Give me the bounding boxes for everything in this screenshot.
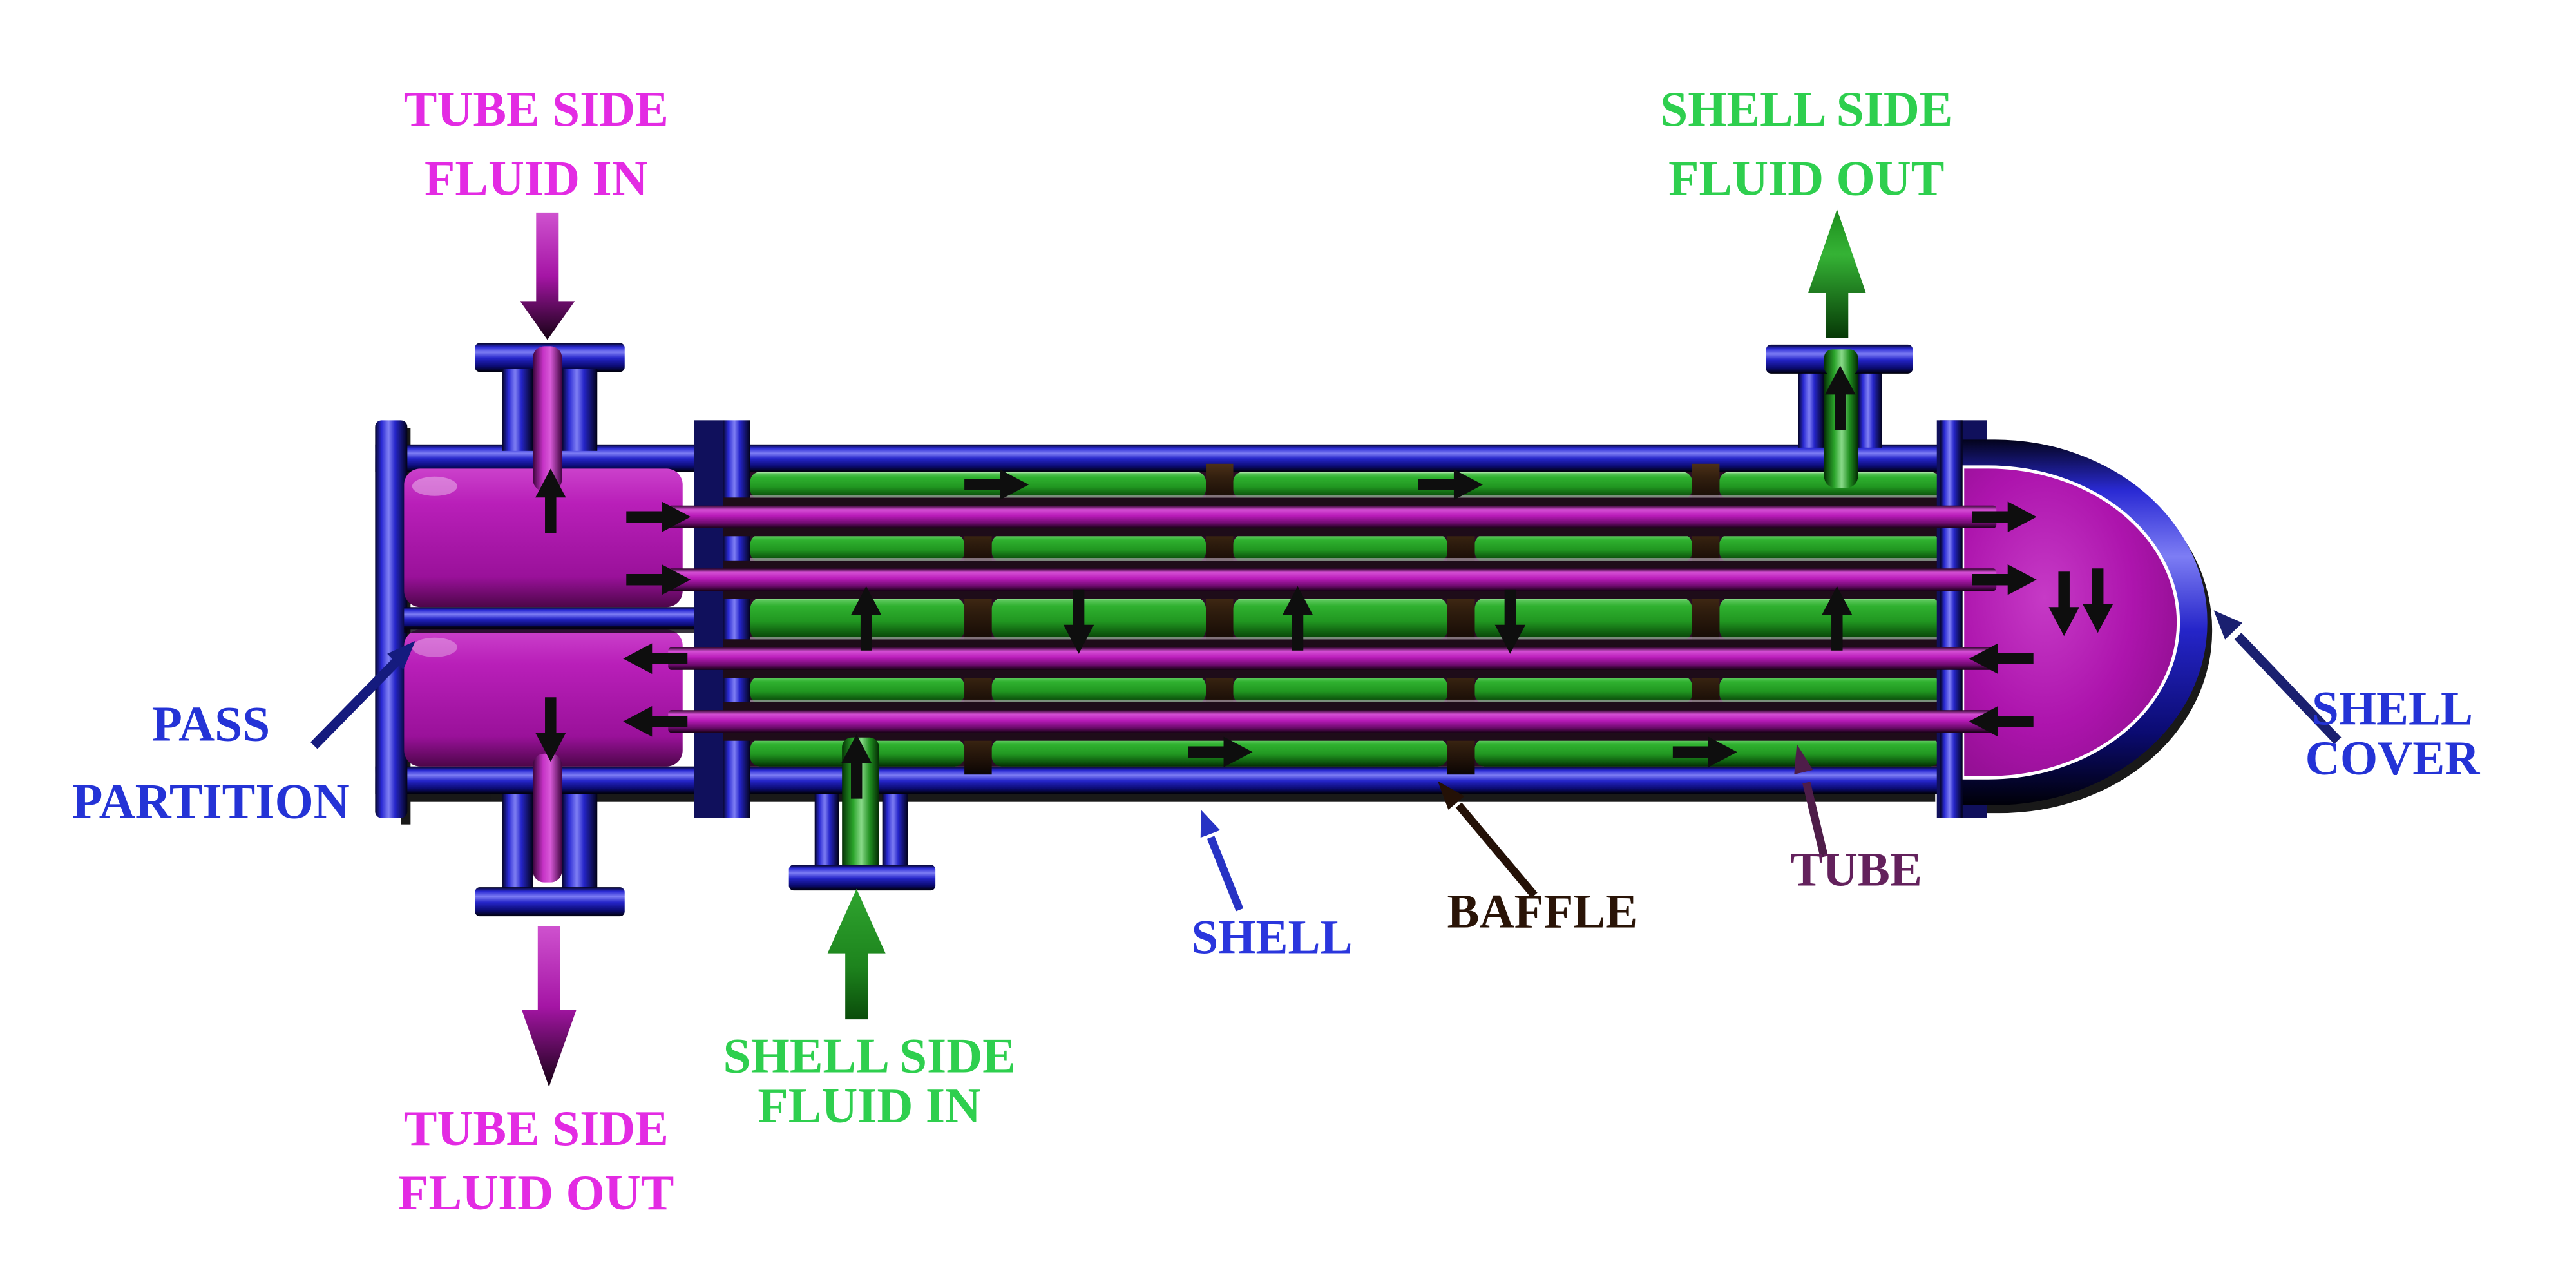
nozzle-wall	[562, 794, 598, 891]
shell-cover-pointer	[2213, 610, 2342, 744]
port-arrows	[520, 209, 1866, 1088]
pointer-head	[1437, 781, 1465, 810]
label-shell-side-in-line2: FLUID IN	[758, 1078, 981, 1133]
tube-1	[668, 505, 1997, 528]
label-tube-side-out-line2: FLUID OUT	[398, 1165, 674, 1220]
nozzle-wall	[882, 794, 908, 865]
header-left-wall	[375, 420, 408, 818]
shell-fluid-segment	[750, 597, 965, 641]
shell-fluid-segment	[750, 676, 965, 704]
shell-bottom-shadow	[386, 794, 1936, 802]
tube-outlet-nozzle	[475, 753, 625, 917]
shell-outlet-channel-top	[1824, 349, 1858, 376]
tube-pointer	[1794, 743, 1828, 858]
shell-fluid-segment	[1474, 534, 1692, 562]
shell-fluid-segment	[1719, 534, 1940, 562]
pointer-shaft	[310, 655, 403, 749]
label-pass-partition-line2: PARTITION	[72, 774, 350, 829]
pointer-head	[387, 640, 415, 670]
pointer-shaft	[2234, 633, 2342, 744]
tube-2	[668, 568, 1997, 591]
nozzle-wall	[562, 369, 598, 451]
label-tube-side-in-line2: FLUID IN	[425, 150, 648, 206]
chamber-highlight	[412, 637, 457, 657]
label-baffle: BAFFLE	[1447, 885, 1638, 939]
tube-4	[668, 710, 1997, 733]
shell-top-wall	[375, 444, 1963, 472]
chamber-highlight	[412, 476, 457, 496]
left-junction-flange	[694, 420, 723, 818]
pointer-shaft	[1207, 836, 1244, 912]
pass-partition-pointer	[310, 640, 415, 749]
left-tubesheet	[723, 420, 750, 818]
shell-fluid-segment	[1474, 597, 1692, 641]
nozzle-wall	[502, 794, 533, 891]
label-shell-side-out-line1: SHELL SIDE	[1660, 81, 1952, 137]
seam-line	[750, 495, 1940, 498]
shell-bottom-wall	[375, 766, 1963, 794]
shell-fluid-segment	[1233, 534, 1447, 562]
label-shell-side-out-line2: FLUID OUT	[1668, 150, 1944, 206]
nozzle-flange	[788, 865, 936, 891]
header-lower-chamber	[404, 629, 683, 767]
nozzle-wall	[814, 794, 839, 865]
tube-side-inlet-channel	[533, 346, 562, 492]
labels: TUBE SIDE FLUID IN SHELL SIDE FLUID OUT …	[72, 81, 2480, 1220]
shell-assembly	[375, 343, 2208, 917]
shell-fluid-segment	[1719, 676, 1940, 704]
label-tube: TUBE	[1791, 843, 1922, 897]
shell-side-in-arrow	[827, 888, 886, 1020]
tube-side-outlet-channel	[533, 753, 562, 883]
tube-side-in-arrow	[520, 212, 575, 340]
pass-partition-plate-shadow	[404, 626, 730, 633]
baffle-pointer	[1437, 781, 1538, 898]
tubes	[668, 505, 1997, 733]
pointer-shaft	[1455, 802, 1538, 898]
shell-fluid-segment	[1474, 676, 1692, 704]
seam-line	[750, 558, 1940, 561]
shell-cover-dome	[1961, 439, 2208, 805]
shell-fluid-segment	[991, 534, 1207, 562]
pointer-shaft	[1802, 782, 1828, 858]
shell-pointer	[1200, 810, 1244, 912]
shell-fluid-segment	[991, 597, 1207, 641]
shell-fluid-segment	[1719, 597, 1940, 641]
right-tubesheet	[1940, 420, 1963, 818]
label-shell-cover-line2: COVER	[2305, 732, 2481, 785]
pointer-head	[2213, 610, 2243, 640]
nozzle-wall	[502, 369, 533, 451]
tube-inlet-nozzle	[475, 343, 625, 492]
label-shell-cover-line1: SHELL	[2312, 682, 2473, 736]
tube-side-out-arrow	[521, 926, 577, 1088]
label-pointers	[310, 610, 2342, 912]
shell-fluid-segment	[1233, 676, 1447, 704]
shell-fluid-segment	[1233, 597, 1447, 641]
shell-fluid-segment	[750, 534, 965, 562]
label-tube-side-out-line1: TUBE SIDE	[404, 1100, 669, 1156]
header-upper-chamber	[404, 468, 683, 608]
pass-partition-plate	[404, 607, 730, 630]
shell-side-out-arrow	[1808, 209, 1866, 338]
shell-fluid-segment	[991, 676, 1207, 704]
nozzle-wall	[1858, 372, 1882, 448]
label-tube-side-in-line1: TUBE SIDE	[404, 81, 669, 137]
nozzle-flange	[475, 887, 625, 917]
label-shell-side-in-line1: SHELL SIDE	[723, 1028, 1016, 1084]
nozzle-wall	[1798, 372, 1824, 448]
label-pass-partition-line1: PASS	[152, 696, 271, 752]
seam-line	[750, 699, 1940, 702]
label-shell: SHELL	[1191, 911, 1352, 964]
pointer-head	[1200, 810, 1221, 838]
seam-line	[750, 637, 1940, 640]
pointer-head	[1794, 743, 1813, 774]
tube-3	[668, 647, 1997, 670]
